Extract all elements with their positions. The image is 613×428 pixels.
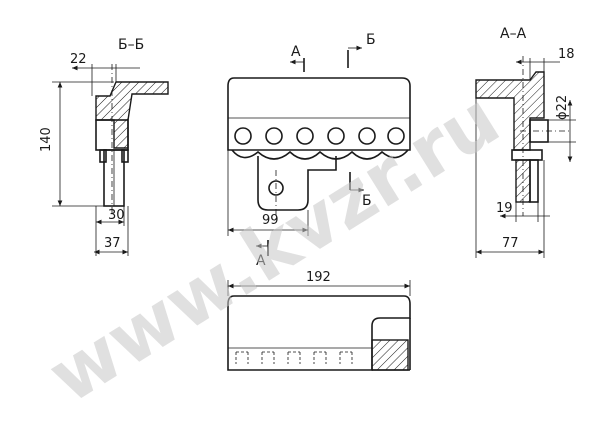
section-bb-label: Б–Б xyxy=(118,37,144,53)
section-aa-flange xyxy=(511,149,543,161)
dim-bb-top-width: 22 xyxy=(70,52,87,67)
dim-front-partial-width: 99 xyxy=(262,213,279,228)
dim-aa-base-width: 77 xyxy=(502,236,519,251)
cut-b-bottom: Б xyxy=(362,193,372,209)
dim-aa-top-width: 18 xyxy=(558,47,575,62)
dim-aa-inner-width: 19 xyxy=(496,201,513,216)
cut-a-top: А xyxy=(291,44,301,60)
front-bracket xyxy=(257,156,337,211)
cut-b-top: Б xyxy=(366,32,376,48)
section-aa-view: А–А 18 ϕ22 19 77 xyxy=(475,26,576,258)
dim-bb-height: 140 xyxy=(39,127,54,152)
dim-bb-base-width: 37 xyxy=(104,236,121,251)
front-holes xyxy=(234,127,405,145)
plan-body xyxy=(227,295,411,371)
section-bb-profile xyxy=(95,81,169,149)
plan-end-section xyxy=(371,339,409,371)
plan-slots xyxy=(235,351,353,364)
section-aa-label: А–А xyxy=(500,26,527,42)
dim-aa-hole-diameter: ϕ22 xyxy=(555,95,570,120)
section-aa-profile xyxy=(475,71,545,151)
section-bb-view: Б–Б 22 140 30 37 xyxy=(39,37,169,256)
front-view: А А Б Б 99 xyxy=(227,32,411,269)
front-top-block xyxy=(227,77,411,151)
dim-plan-length: 192 xyxy=(306,270,331,285)
plan-view: 192 xyxy=(227,270,411,371)
cut-a-bottom: А xyxy=(256,253,266,269)
dim-bb-inner-width: 30 xyxy=(108,208,125,223)
